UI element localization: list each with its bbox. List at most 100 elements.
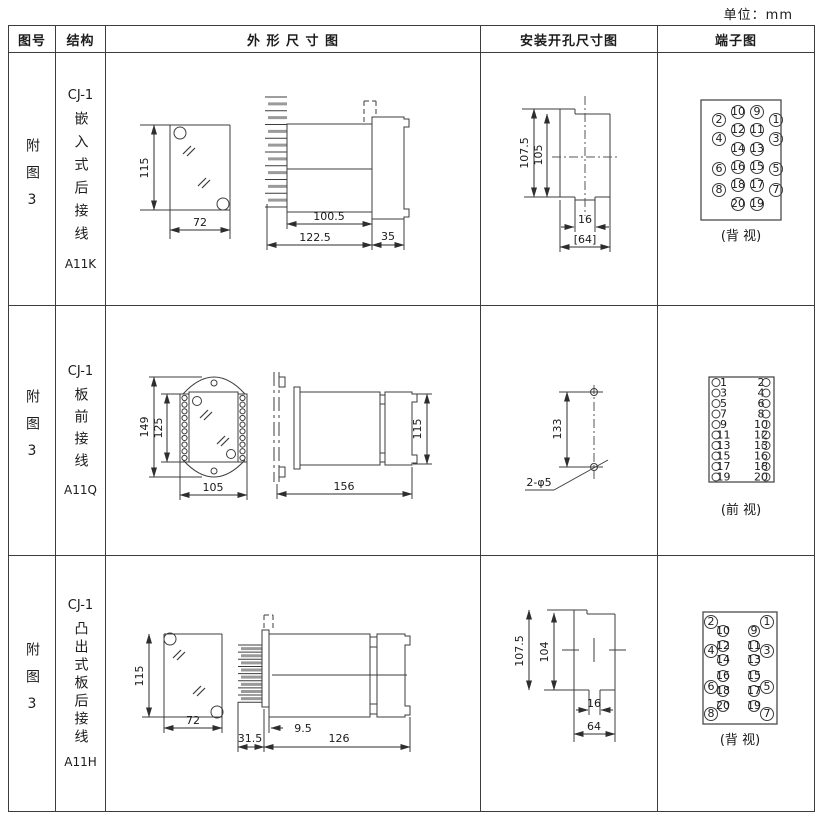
row2-code-label: A11Q xyxy=(64,483,97,497)
terminal-circle xyxy=(749,177,764,192)
terminal-circle xyxy=(238,454,246,461)
terminal-circle xyxy=(768,182,783,197)
terminal-circle xyxy=(238,447,246,454)
dim-label: 16 xyxy=(587,697,601,710)
terminal-number: 12 xyxy=(716,639,730,652)
terminal-circle xyxy=(180,407,188,414)
row1-fig-cell: 附图3 xyxy=(9,53,56,306)
dim-label: 72 xyxy=(193,216,207,229)
terminal-circle xyxy=(747,685,760,697)
terminal-number: 6 xyxy=(707,680,714,693)
terminal-strip-dots xyxy=(180,394,188,461)
terminal-circle xyxy=(716,625,729,637)
terminal-number: 19 xyxy=(750,196,764,209)
terminal-circle xyxy=(180,447,188,454)
terminal-number: 2 xyxy=(715,112,722,125)
terminal-circle xyxy=(716,640,729,652)
row3-outline-drawing: 115 72 9.5 31.5 126 xyxy=(133,614,410,752)
terminal-number: 14 xyxy=(731,141,745,154)
hatch-mark xyxy=(182,145,210,188)
terminal-circle xyxy=(711,182,726,197)
terminal-number: 9 xyxy=(720,417,727,430)
terminal-number: 18 xyxy=(716,684,730,697)
terminal-strip-dots xyxy=(238,394,246,461)
terminal-circle xyxy=(711,409,720,418)
terminal-number: 11 xyxy=(747,639,761,652)
terminal-circle xyxy=(711,440,720,450)
terminal-circle xyxy=(761,419,770,429)
row2-mounting-drawing: 133 2-φ5 xyxy=(524,384,608,490)
dim-label: 126 xyxy=(328,732,349,745)
unit-label: 单位：mm xyxy=(723,8,793,23)
terminal-number: 4 xyxy=(757,386,764,399)
row1-structure-label: 嵌入式后接线 xyxy=(72,110,89,249)
dim-label: 156 xyxy=(333,480,354,493)
terminal-circle xyxy=(711,377,720,387)
terminal-circle xyxy=(759,615,774,629)
row3-model-label: CJ-1 xyxy=(67,598,94,613)
terminal-circle xyxy=(730,196,745,211)
terminal-circle xyxy=(711,451,720,460)
terminal-circle xyxy=(761,409,770,418)
header-structure: 结构 xyxy=(56,26,106,53)
terminal-number: 16 xyxy=(731,159,745,172)
terminal-number: 17 xyxy=(747,684,761,697)
terminal-number: 17 xyxy=(750,177,764,190)
row2-structure-label: 板前接线 xyxy=(72,387,89,475)
terminal-number: 12 xyxy=(731,122,745,135)
terminal-number: 9 xyxy=(750,624,757,637)
terminal-circle xyxy=(238,407,246,414)
row2-outline-drawing: 149 125 105 115 156 xyxy=(138,371,432,500)
terminal-number: 13 xyxy=(716,438,730,451)
terminal-circle xyxy=(716,670,729,682)
terminal-number: 9 xyxy=(753,104,760,117)
dim-label: 115 xyxy=(138,157,151,178)
dim-label: 16 xyxy=(578,213,592,226)
row2-fig-label: 附图3 xyxy=(24,389,40,472)
terminal-circle xyxy=(180,394,188,401)
terminal-number: 4 xyxy=(715,131,722,144)
row3-structure-label: 凸出式板后接线 xyxy=(72,621,89,747)
terminal-circle xyxy=(711,461,720,471)
dim-label: 149 xyxy=(138,416,151,437)
dim-label: 9.5 xyxy=(294,722,312,735)
terminal-circle xyxy=(703,615,718,629)
terminal-number: 15 xyxy=(750,159,764,172)
dim-label: 115 xyxy=(133,666,146,687)
view-label: (背 视) xyxy=(719,733,759,748)
terminal-number: 3 xyxy=(720,386,727,399)
terminal-circle xyxy=(747,670,760,682)
row1-model-label: CJ-1 xyxy=(67,87,94,103)
terminal-number: 3 xyxy=(763,644,770,657)
terminal-number: 20 xyxy=(731,196,745,209)
terminal-number: 1 xyxy=(772,112,779,125)
terminal-number: 5 xyxy=(720,396,727,409)
dimension-table: 图号 结构 外 形 尺 寸 图 安装开孔尺寸图 端子图 附图3 CJ-1 嵌入式… xyxy=(8,25,815,812)
terminal-number: 7 xyxy=(720,407,727,420)
terminal-circle xyxy=(747,625,760,637)
terminal-circle xyxy=(730,177,745,192)
header-terminal: 端子图 xyxy=(658,26,814,53)
terminal-circle xyxy=(238,414,246,421)
terminal-circle xyxy=(180,414,188,421)
terminal-number: 19 xyxy=(716,470,730,483)
view-label: (前 视) xyxy=(720,502,760,518)
terminal-circle xyxy=(180,401,188,408)
row2-model-label: CJ-1 xyxy=(67,364,94,379)
dim-label: 105 xyxy=(532,144,545,165)
dim-label: 122.5 xyxy=(299,231,331,244)
terminal-circle xyxy=(180,427,188,434)
terminal-circle xyxy=(711,131,726,146)
terminal-circle xyxy=(730,104,745,119)
dim-label: 35 xyxy=(381,230,395,243)
terminal-number: 17 xyxy=(716,459,730,472)
row1-code-label: A11K xyxy=(64,256,97,271)
row1-structure-cell: CJ-1 嵌入式后接线 A11K xyxy=(56,53,106,306)
row3-fig-cell: 附图3 xyxy=(9,556,56,811)
terminal-circle xyxy=(180,441,188,448)
terminal-number: 19 xyxy=(747,699,761,712)
